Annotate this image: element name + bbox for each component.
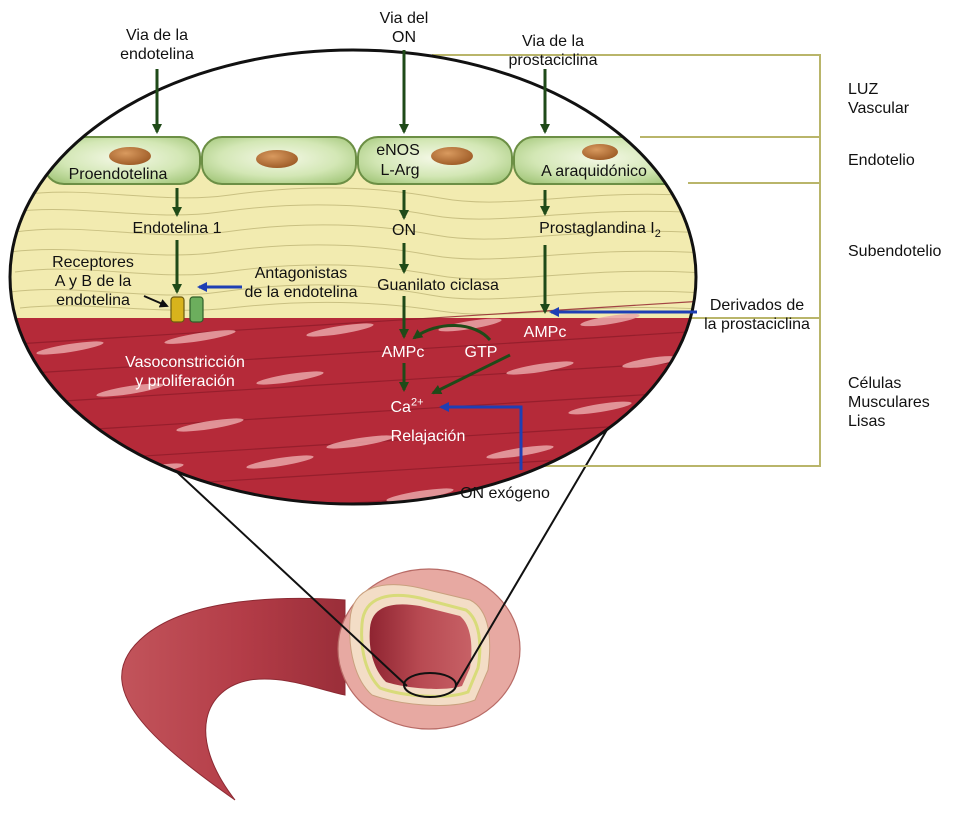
smooth-muscle-layer-label: Células Musculares Lisas — [848, 374, 930, 431]
no-label: ON — [392, 221, 416, 240]
subendothelium-layer-label: Subendotelio — [848, 242, 941, 261]
receptors-label: Receptores A y B de la endotelina — [52, 253, 134, 310]
calcium-label: Ca2+ — [391, 398, 424, 417]
no-pathway-label: Via del ON — [380, 9, 429, 47]
relaxation-label: Relajación — [391, 427, 466, 446]
lumen-layer-label: LUZ Vascular — [848, 80, 909, 118]
vasoconstriction-label: Vasoconstricción y proliferación — [125, 353, 245, 391]
prostacyclin-pathway-label: Via de la prostaciclina — [509, 32, 598, 70]
endothelin-1-label: Endotelina 1 — [133, 219, 222, 238]
prostaglandin-label: Prostaglandina I2 — [539, 219, 661, 238]
endothelin-pathway-label: Via de la endotelina — [120, 26, 194, 64]
prostacyclin-derivatives-label: Derivados de la prostaciclina — [704, 296, 810, 334]
gtp-label: GTP — [465, 343, 498, 362]
proendothelin-label: Proendotelina — [69, 165, 168, 184]
blood-vessel — [122, 569, 520, 800]
camp-right-label: AMPc — [524, 323, 567, 342]
endothelium-layer-label: Endotelio — [848, 151, 915, 170]
guanylate-cyclase-label: Guanilato ciclasa — [377, 276, 499, 295]
arachidonic-acid-label: A araquidónico — [541, 162, 647, 181]
enos-label: eNOS — [376, 141, 420, 160]
camp-left-label: AMPc — [382, 343, 425, 362]
receptor-a-icon — [171, 297, 184, 322]
l-arg-label: L-Arg — [380, 161, 419, 180]
exogenous-no-label: ON exógeno — [460, 484, 550, 503]
receptor-b-icon — [190, 297, 203, 322]
antagonists-label: Antagonistas de la endotelina — [245, 264, 358, 302]
